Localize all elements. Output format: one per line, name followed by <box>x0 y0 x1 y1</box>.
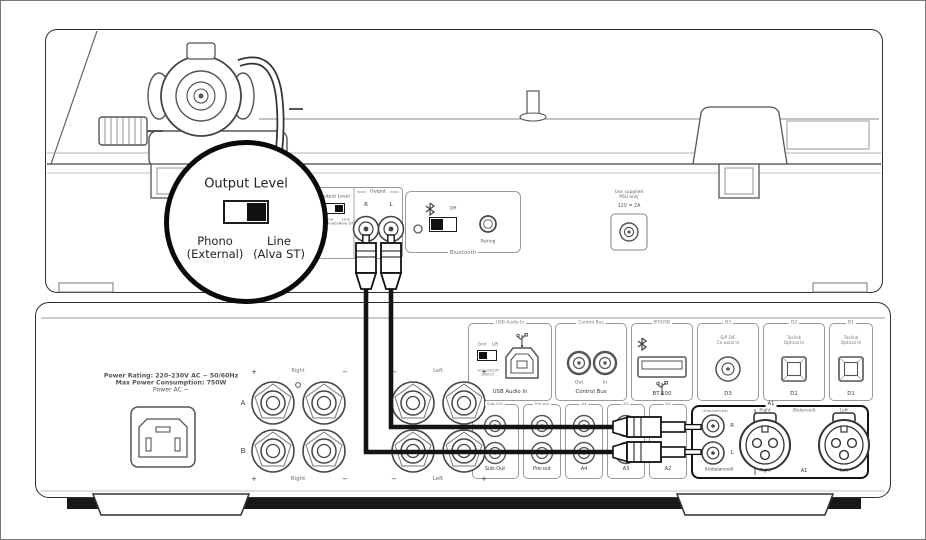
d2-bottom-label: D2 <box>790 390 798 397</box>
a1-xlr-left-top-label: Left <box>839 408 849 414</box>
d3-bottom-label: D3 <box>724 390 732 397</box>
a3-top-label: A3 <box>621 400 631 407</box>
output-jack-r-label: R <box>364 201 368 208</box>
spk-right: Right <box>290 475 306 482</box>
usb-audio-top-label: USB Audio In <box>493 320 527 326</box>
callout-title: Output Level <box>204 176 288 192</box>
ground-lift-switch[interactable] <box>477 350 497 361</box>
spk-minus: − <box>342 367 348 376</box>
a1-xlr-right-bottom-label: Right <box>759 468 771 474</box>
a1-xlr-right-top-label: Right <box>759 408 771 414</box>
amp-power-rating: Power Rating: 220–230V AC ~ 50/60Hz Max … <box>103 372 239 394</box>
output-section-label: Output <box>370 189 386 195</box>
pairing-button-label: Pairing <box>480 239 496 245</box>
spk-plus: + <box>481 474 487 483</box>
lift-label: Lift <box>491 341 499 347</box>
a1-top-label: A1 <box>765 401 777 408</box>
spk-minus: − <box>391 474 397 483</box>
a4-bottom-label: A4 <box>580 466 588 473</box>
bluetooth-off-label: Off <box>449 205 457 211</box>
d2-top-label: D2 <box>788 320 800 326</box>
sub-out-top-label: Sub-Out <box>485 400 505 407</box>
speaker-group-b-label: B <box>240 446 246 455</box>
control-bus-out-label: Out <box>574 380 584 386</box>
control-bus-top-label: Control Bus <box>576 320 606 326</box>
d1-bottom-label: D1 <box>847 390 855 397</box>
a1-balanced-label: (Balanced) <box>792 408 816 414</box>
spk-minus: − <box>391 367 397 376</box>
bluetooth-section-label: Bluetooth <box>447 249 479 257</box>
a2-top-label: A2 <box>663 400 673 407</box>
a1-unbalanced-label: (Unbalanced) <box>704 467 734 473</box>
usb-audio-bottom-label: USB Audio In <box>492 388 528 395</box>
gnd-label: Gnd <box>477 341 487 347</box>
a3-bottom-label: A3 <box>622 466 630 473</box>
bluetooth-switch[interactable] <box>429 217 457 232</box>
spk-minus: − <box>342 474 348 483</box>
d1-top-label: D1 <box>845 320 857 326</box>
output-level-switch[interactable] <box>325 203 345 214</box>
control-bus-in-label: In <box>602 380 608 386</box>
pre-out-bottom-label: Pre-out <box>532 466 552 473</box>
a1-xlr-left-bottom-label: Left <box>839 468 849 474</box>
spk-left: Left <box>433 368 443 375</box>
a4-top-label: A4 <box>579 400 589 407</box>
a2-bottom-label: A2 <box>664 466 672 473</box>
bt-usb-top-label: BT/USB <box>651 320 673 326</box>
spk-plus: + <box>251 367 257 376</box>
output-level-mini-title: Output Level <box>320 194 350 200</box>
d3-top-label: D3 <box>722 320 734 326</box>
callout-output-level-switch[interactable] <box>223 200 269 224</box>
output-level-callout: Output Level Phono(External) Line(Alva S… <box>164 140 328 304</box>
spk-left: Left <box>432 475 444 482</box>
speaker-group-a-label: A <box>240 398 246 407</box>
callout-line-label: Line(Alva ST) <box>253 233 305 261</box>
a1-bottom-label: A1 <box>800 468 808 475</box>
control-bus-bottom-label: Control Bus <box>575 388 607 395</box>
psu-rating: 12V = 2A <box>617 204 641 210</box>
pre-out-top-label: Pre-out <box>532 400 552 407</box>
output-jack-l-label: L <box>389 201 393 208</box>
a1-l-label: L <box>730 449 734 456</box>
spk-plus: + <box>251 474 257 483</box>
sub-out-bottom-label: Sub-Out <box>484 466 506 473</box>
callout-phono-label: Phono(External) <box>186 233 244 261</box>
spk-right: Right <box>291 368 305 375</box>
a1-r-label: R <box>730 422 734 429</box>
mini-line-label: Line(Alva ST) <box>337 216 355 226</box>
a1-unbalanced-top-label: (Unbalanced) <box>702 407 728 413</box>
bt-usb-bottom-label: BT 100 <box>652 390 672 397</box>
